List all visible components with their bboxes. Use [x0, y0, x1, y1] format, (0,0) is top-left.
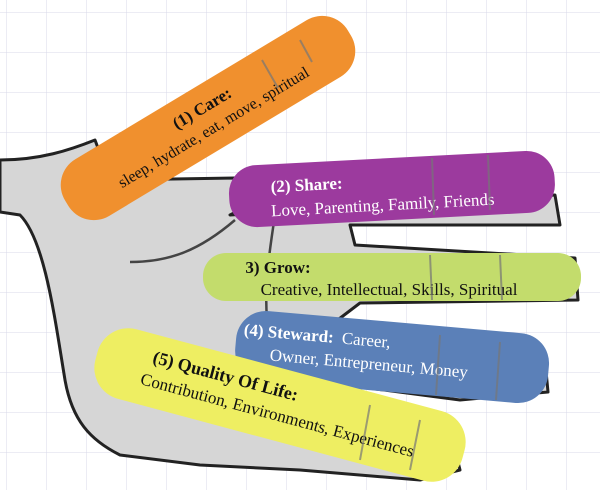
share-band [228, 150, 555, 228]
grow-text: Creative, Intellectual, Skills, Spiritua… [261, 280, 518, 299]
grow-title: 3) Grow: [245, 258, 310, 277]
quality-band [94, 328, 466, 482]
palm-line [129, 219, 236, 264]
care-band [60, 15, 356, 221]
finger-grow: 3) Grow: Creative, Intellectual, Skills,… [203, 253, 581, 301]
finger-share: (2) Share: Love, Parenting, Family, Frie… [228, 150, 555, 228]
share-title: (2) Share: [270, 174, 343, 197]
grow-band [203, 253, 581, 301]
knuckle-lines [261, 39, 503, 471]
steward-text-line1: Career, [341, 329, 391, 352]
